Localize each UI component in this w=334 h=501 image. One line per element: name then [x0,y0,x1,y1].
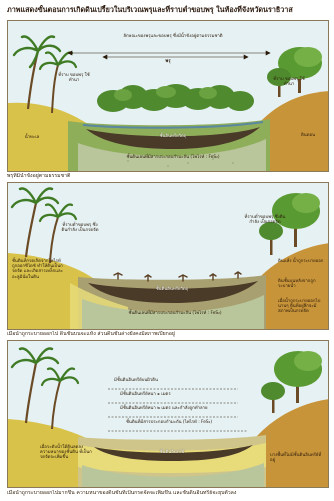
label-organic-layer: ชั้นอินทรียวัตถุ [138,134,208,139]
label-right-note-top: ดินแห้ง น้ำถูกระบายออก [278,259,326,264]
swamp-natural-illustration [8,21,329,172]
label-pyrite-mid: ชั้นดินที่มีสารประกอบกำมะถัน (ไพไรท์ : F… [126,420,256,425]
label-organic-layer-2: ชั้นดินอินทรียวัตถุ [136,287,208,292]
label-layer-a: มีชั้นดินอินทรีย์บนผิวดิน [114,378,244,383]
label-left-note-3: เมื่อระดับน้ำใต้ดินลดลง ความหนาของชั้นดิ… [40,445,94,461]
label-lowland-left-acid: ที่ราบต่ำขอบพรุ ซึ่งดินกำลัง เป็นกรดจัด [60,223,100,233]
label-seawater: น้ำทะเล [12,135,52,140]
long-drained-illustration [8,341,329,488]
label-upland: ดินดอน [290,133,326,138]
label-layer-c: มีชั้นดินอินทรีย์หนา ๒ เมตร และกำลังถูกท… [120,406,250,411]
label-pyrite-layer-2: ชั้นดินเลนที่มีสารประกอบกำมะถัน (ไพไรท์ … [120,311,230,316]
label-left-note: ชั้นดินที่กรดเกิดจากไพไรท์ ถูกออกซิไดซ์ … [12,259,66,280]
label-pyrite-layer: ชั้นดินเลนที่มีสารประกอบกำมะถัน (ไพไรท์ … [118,155,228,160]
label-right-note-3: บางพื้นที่ไม่มีชั้นดินอินทรีย์ที่อยู่ [270,453,326,463]
label-top-note: ลักษณะของพรุและขอบพรุ ซึ่งมีน้ำขังอยู่ตา… [78,34,268,39]
label-swamp-span: พรุ [158,59,178,64]
label-organic-layer-3: ชั้นดินอินทรีย์ [140,450,204,455]
caption-panel-2: เมื่อน้ำถูกระบายออกไป ดินชั้นบนจะแห้ง ส่… [7,331,329,338]
label-layer-b: มีชั้นดินอินทรีย์หนา ๑ เมตร [120,392,250,397]
label-lowland-right-acid: ที่ราบต่ำขอบพรุ ซึ่งดินกำลัง เป็นกรดจัด [244,215,286,225]
diagram-panel-swamp-natural: ลักษณะของพรุและขอบพรุ ซึ่งมีน้ำขังอยู่ตา… [7,20,329,172]
diagram-panel-long-drained: มีชั้นดินอินทรีย์บนผิวดิน มีชั้นดินอินทร… [7,340,329,488]
label-right-note-mid: ดินชั้นบนหลังจากถูกระบายน้ำ [278,279,326,289]
diagram-panel-drained: ที่ราบต่ำขอบพรุ ซึ่งดินกำลัง เป็นกรดจัด … [7,182,329,330]
caption-panel-3: เมื่อน้ำถูกระบายออกไปมากขึ้น ความหนาของด… [7,490,329,497]
page-title: ภาพแสดงขั้นตอนการเกิดดินเปรี้ยวในบริเวณพ… [7,5,329,15]
caption-panel-1: พรุที่มีน้ำขังอยู่ตามธรรมชาติ [7,173,329,180]
label-lowland-left: ที่ราบ ขอบพรุ ใช้ทำนา [58,73,90,83]
label-right-note-low: เมื่อน้ำถูกระบายออกไปนานๆ ดินที่อยู่ลึกจ… [278,299,326,315]
label-lowland-right: ที่ราบ ขอบพรุ ใช้ทำนา [272,77,306,87]
